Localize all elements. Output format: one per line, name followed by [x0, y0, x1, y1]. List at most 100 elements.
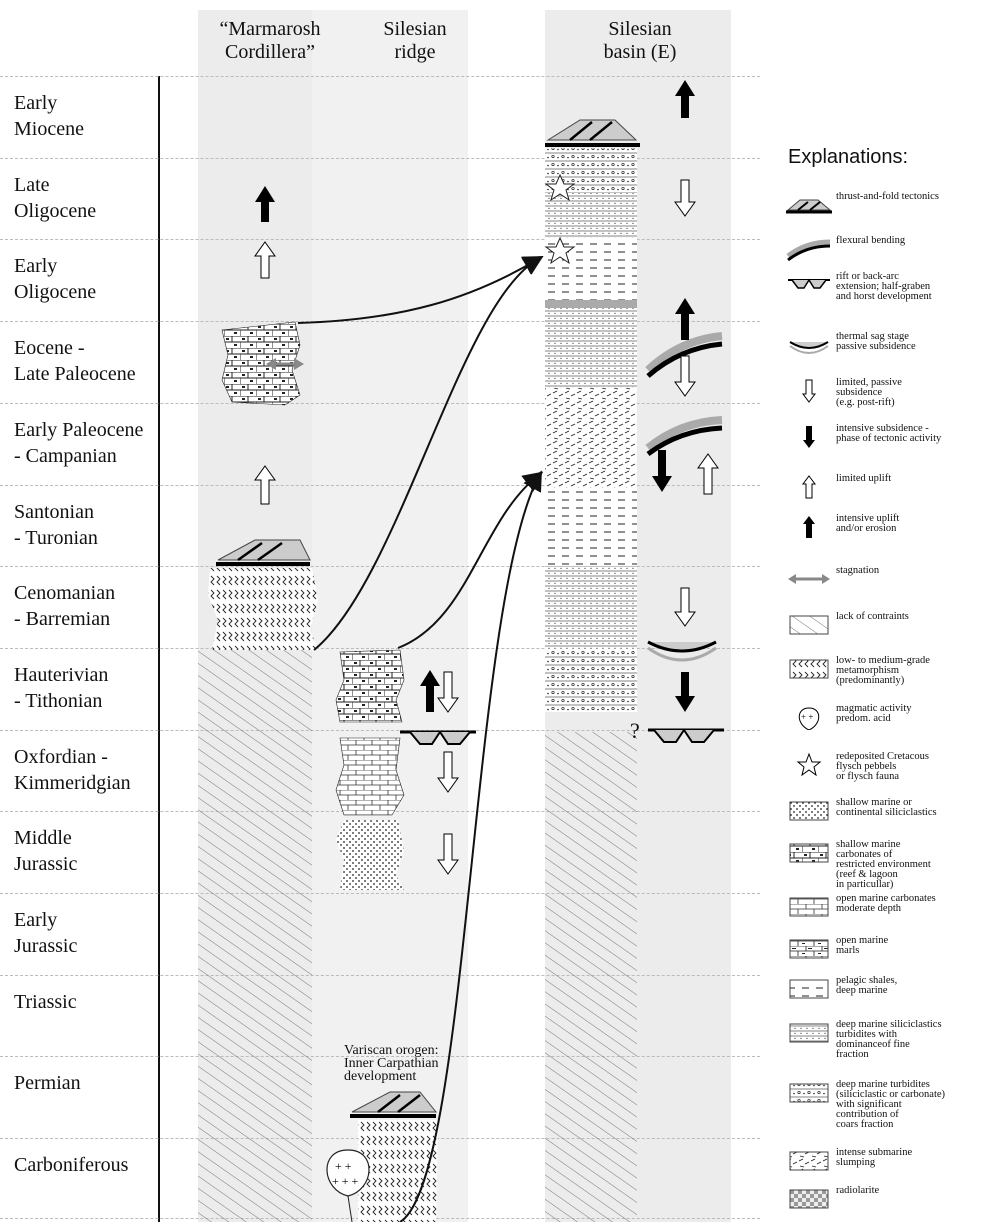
pelagic-shales-icon: [786, 976, 832, 1002]
time-axis: [158, 76, 160, 1222]
ridge-thrust-icon: [350, 1091, 438, 1118]
intensive-uplift-icon: [255, 186, 275, 222]
legend-label: thrust-and-fold tectonics: [836, 191, 939, 202]
star-icon: [544, 236, 576, 265]
stage-divider: [0, 974, 760, 976]
intensive-subsidence-icon: [675, 672, 695, 712]
basin-layer-cenomanian: [545, 566, 637, 650]
stage-divider: [0, 239, 760, 241]
coarse-turbidites-icon: [786, 1080, 832, 1106]
variscan-note: Variscan orogen: Inner Carpathian develo…: [344, 1043, 439, 1084]
stage-divider: [0, 1056, 760, 1058]
legend-label: low- to medium-grade metamorphism (predo…: [836, 655, 930, 686]
stage-label: Late Oligocene: [14, 173, 97, 222]
basin-layer-tithonian: [545, 650, 637, 712]
legend-label: lack of contraints: [836, 611, 909, 622]
stage-label: Early Oligocene: [14, 255, 97, 304]
legend-label: intense submarine slumping: [836, 1147, 913, 1168]
provenance-arrow-cordillera-cenomanian: [313, 256, 544, 651]
limited-subsidence-icon: [674, 179, 696, 217]
limited-uplift-icon: [254, 241, 276, 279]
intensive-uplift-icon: [420, 670, 440, 712]
limited-uplift-icon: [697, 453, 719, 495]
legend-label: radiolarite: [836, 1185, 880, 1196]
intensive-uplift-icon: [675, 298, 695, 340]
stage-label: Cenomanian - Barremian: [14, 582, 116, 631]
legend-label: deep marine siliciclastics turbidites wi…: [836, 1019, 942, 1060]
slumping-icon: [786, 1148, 832, 1174]
intensive-uplift-icon: [675, 80, 695, 118]
hatch-marmarosh: [198, 650, 312, 1222]
provenance-arrow-cordillera-oligocene: [297, 255, 544, 324]
limited-subsidence-icon: [674, 355, 696, 397]
provenance-arrow-variscan: [399, 470, 542, 1222]
limited-subsidence-icon: [437, 671, 459, 713]
basin-radiolarite: [545, 300, 637, 308]
marmarosh-carbonates: [221, 321, 301, 406]
marmarosh-metamorphics: [208, 568, 318, 650]
stage-label: Carboniferous: [14, 1154, 129, 1177]
rift-extension-icon: [786, 272, 832, 298]
stage-label: Early Paleocene - Campanian: [14, 418, 144, 467]
magmatic-activity-icon: + +: [786, 704, 832, 731]
radiolarite-icon: [786, 1186, 832, 1212]
lack-of-constraints-icon: [786, 612, 832, 638]
ridge-open-carbonates: [335, 737, 405, 816]
star-icon: [544, 173, 576, 202]
intensive-subsidence-icon: [652, 450, 672, 492]
star-icon: [786, 752, 832, 778]
thermal-sag-icon: [786, 332, 832, 358]
basin-layer-slumping: [545, 388, 637, 488]
stage-divider: [0, 402, 760, 404]
open-marls-icon: [786, 936, 832, 962]
limited-subsidence-icon: [786, 378, 832, 404]
thermal-sag-icon: [647, 640, 717, 662]
ridge-magmatic-icon: + ++ + +: [326, 1149, 370, 1222]
legend-label: stagnation: [836, 565, 880, 576]
stage-divider: [0, 321, 760, 323]
legend-label: redeposited Cretacous flysch pebbels or …: [836, 751, 930, 782]
ridge-restricted-carbonates: [335, 649, 405, 723]
legend-label: intensive uplift and/or erosion: [836, 513, 900, 534]
limited-subsidence-icon: [674, 587, 696, 627]
basin-layer-fine-turbidites: [545, 193, 637, 238]
stage-divider: [0, 729, 760, 731]
stage-label: Middle Jurassic: [14, 827, 78, 876]
flexural-bending-icon: [645, 416, 723, 457]
legend-label: open marine marls: [836, 935, 889, 956]
stage-divider: [0, 76, 760, 77]
svg-text:+ + +: + + +: [332, 1174, 359, 1188]
provenance-arrow-ridge: [397, 471, 544, 649]
legend-label: shallow marine carbonates of restricted …: [836, 839, 931, 890]
limited-uplift-icon: [254, 465, 276, 505]
stage-divider: [0, 566, 760, 568]
thrust-fold-icon: [786, 192, 832, 218]
restricted-carbonates-icon: [786, 840, 832, 866]
svg-text:+ +: + +: [801, 712, 813, 722]
basin-thrust-icon: [545, 119, 640, 147]
basin-layer-santonian: [545, 488, 637, 566]
legend-label: flexural bending: [836, 235, 906, 246]
metamorphism-icon: [786, 656, 832, 682]
legend-label: deep marine turbidites (siliciclastic or…: [836, 1079, 946, 1130]
fine-turbidites-icon: [786, 1020, 832, 1046]
column-header-basin: Silesian basin (E): [603, 18, 677, 63]
intensive-subsidence-icon: [786, 424, 832, 450]
stage-label: Oxfordian - Kimmeridgian: [14, 745, 131, 794]
stage-divider: [0, 484, 760, 486]
legend-label: magmatic activity predom. acid: [836, 703, 912, 724]
stagnation-icon: [786, 566, 832, 592]
flexural-bending-icon: [786, 236, 832, 262]
legend-label: limited, passive subsidence (e.g. post-r…: [836, 377, 902, 408]
legend-label: shallow marine or continental siliciclas…: [836, 797, 937, 818]
legend-label: rift or back-arc extension; half-graben …: [836, 271, 932, 302]
column-header-marmarosh: “Marmarosh Cordillera”: [219, 18, 321, 63]
question-mark: ?: [630, 718, 640, 743]
stage-label: Triassic: [14, 990, 77, 1013]
legend-label: intensive subsidence - phase of tectonic…: [836, 423, 942, 444]
column-header-ridge: Silesian ridge: [383, 18, 447, 63]
stage-divider: [0, 647, 760, 649]
stage-label: Eocene - Late Paleocene: [14, 337, 136, 386]
limited-subsidence-icon: [437, 833, 459, 875]
